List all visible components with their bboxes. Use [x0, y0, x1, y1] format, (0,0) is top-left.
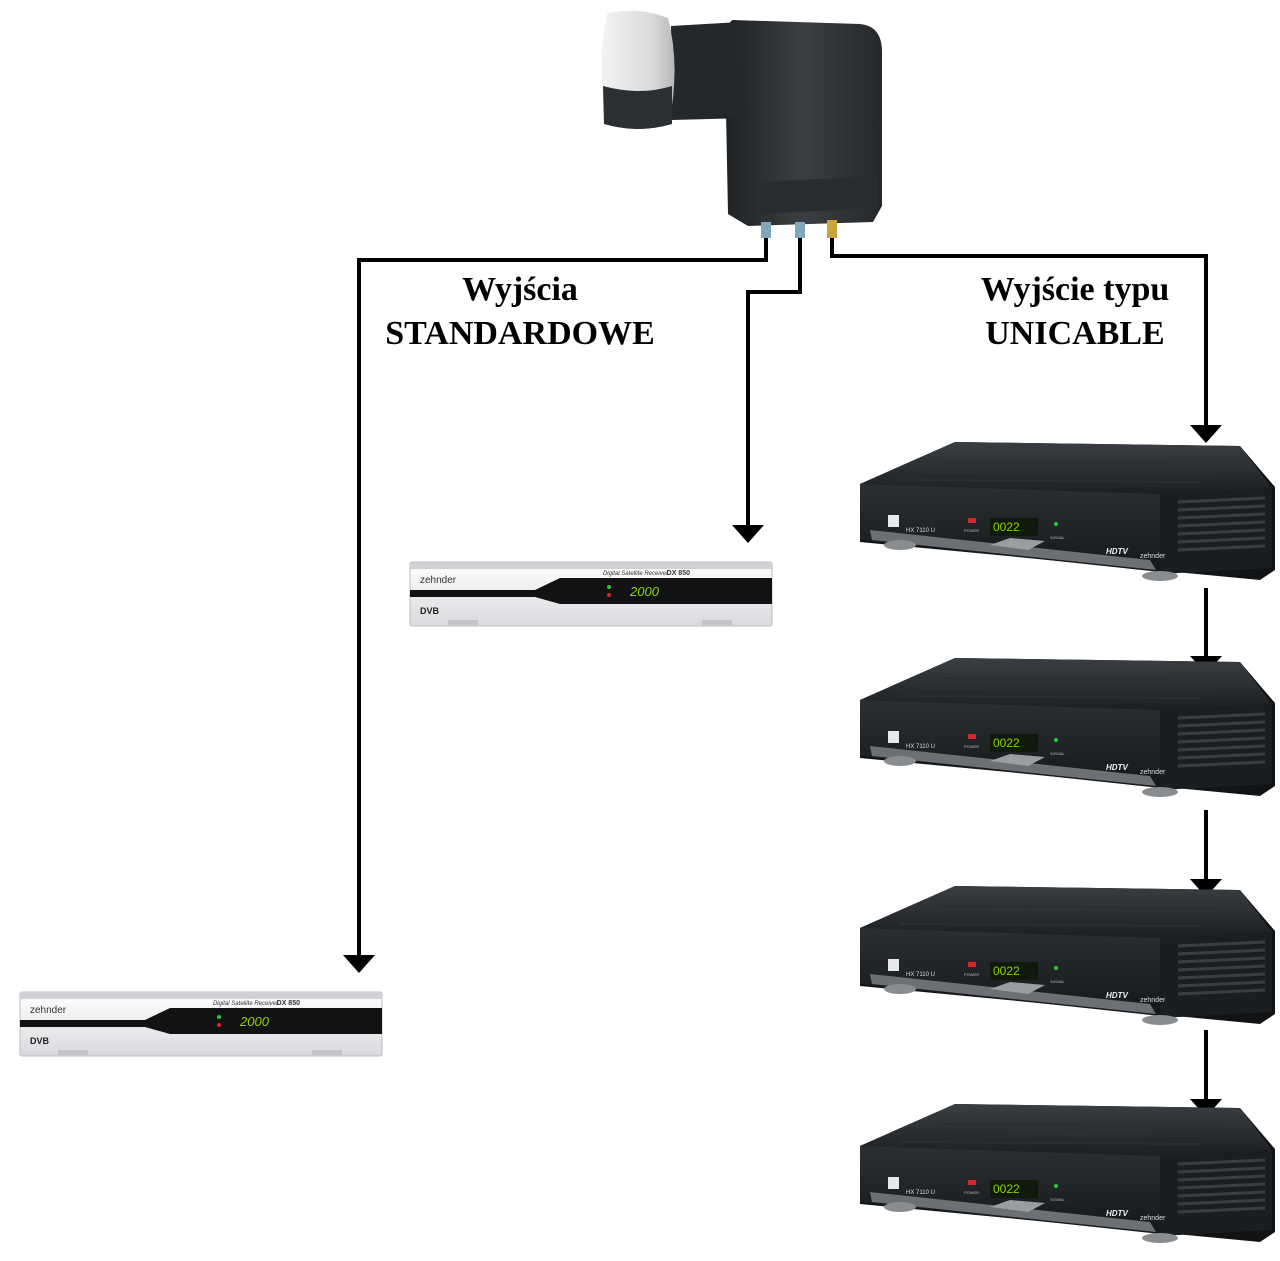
standard-receiver-1: zehnder Digital Satellite Receiver DX 85… [409, 561, 773, 627]
cable-standard-1 [357, 238, 768, 958]
hdtv-logo: HDTV [1106, 991, 1128, 1000]
unicable-receiver-2: HX 7110 U POWER 0022 SIGNAL HDTV zehnder [858, 656, 1277, 799]
receiver-brand: zehnder [1140, 553, 1166, 560]
power-label: POWER [964, 528, 979, 533]
receiver-model-code: DX 850 [667, 570, 690, 577]
signal-label: SIGNAL [1050, 535, 1065, 540]
power-label: POWER [964, 1190, 979, 1195]
receiver-brand: zehnder [1140, 769, 1166, 776]
arrowhead [1190, 879, 1222, 897]
receiver-display: 0022 [993, 520, 1020, 534]
output-connector-2 [795, 222, 805, 238]
receiver-model: HX 7110 U [906, 972, 935, 978]
receiver-model-text: Digital Satellite Receiver [603, 571, 669, 577]
standard-outputs-label: Wyjścia STANDARDOWE [360, 268, 680, 356]
standard-label-line2: STANDARDOWE [385, 315, 655, 352]
receiver-brand: zehnder [30, 1005, 67, 1016]
lnb-housing [725, 20, 882, 226]
receiver-brand: zehnder [1140, 997, 1166, 1004]
receiver-model-text: Digital Satellite Receiver [213, 1001, 279, 1007]
unicable-receiver-4: HX 7110 U POWER 0022 SIGNAL HDTV zehnder [858, 1102, 1277, 1245]
arrowhead [1190, 425, 1222, 443]
standard-label-line1: Wyjścia [462, 271, 578, 308]
cable-lines [357, 238, 1208, 1102]
unicable-connector [827, 220, 837, 238]
unicable-receiver-1: HX 7110 U POWER 0022 SIGNAL HDTV zehnder [858, 440, 1277, 583]
unicable-label-line1: Wyjście typu [980, 271, 1170, 308]
arrowhead [343, 955, 375, 973]
unicable-lnb [601, 10, 882, 238]
receiver-brand: zehnder [420, 575, 457, 586]
unicable-label-line2: UNICABLE [985, 315, 1165, 352]
output-connector-1 [761, 222, 771, 238]
unicable-receiver-3: HX 7110 U POWER 0022 SIGNAL HDTV zehnder [858, 884, 1277, 1027]
dvb-logo: DVB [30, 1036, 50, 1046]
signal-label: SIGNAL [1050, 751, 1065, 756]
receiver-display: 0022 [993, 964, 1020, 978]
receiver-display: 2000 [629, 584, 660, 599]
power-label: POWER [964, 744, 979, 749]
power-label: POWER [964, 972, 979, 977]
cable-unicable [830, 238, 1208, 428]
dvb-logo: DVB [420, 606, 440, 616]
receiver-display: 2000 [239, 1014, 270, 1029]
hdtv-logo: HDTV [1106, 547, 1128, 556]
hdtv-logo: HDTV [1106, 1209, 1128, 1218]
receiver-brand: zehnder [1140, 1215, 1166, 1222]
lnb-neck [671, 22, 748, 120]
unicable-output-label: Wyjście typu UNICABLE [955, 268, 1195, 356]
receiver-model: HX 7110 U [906, 744, 935, 750]
signal-label: SIGNAL [1050, 979, 1065, 984]
receiver-display: 0022 [993, 1182, 1020, 1196]
receiver-display: 0022 [993, 736, 1020, 750]
arrowhead [732, 525, 764, 543]
cable-standard-2 [746, 238, 802, 528]
hdtv-logo: HDTV [1106, 763, 1128, 772]
signal-label: SIGNAL [1050, 1197, 1065, 1202]
receiver-model-code: DX 850 [277, 1000, 300, 1007]
receiver-model: HX 7110 U [906, 528, 935, 534]
standard-receiver-2: zehnder Digital Satellite Receiver DX 85… [19, 991, 383, 1057]
receiver-model: HX 7110 U [906, 1190, 935, 1196]
